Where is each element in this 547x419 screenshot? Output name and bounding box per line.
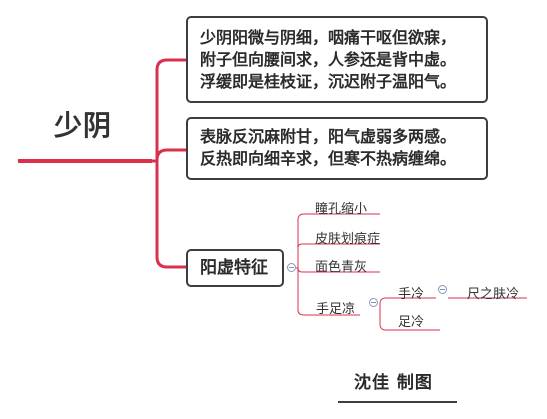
node-label: 阳虚特征 [200,258,268,278]
root-title: 少阴 [54,109,113,142]
collapse-toggle-icon[interactable] [369,298,378,307]
root-underline [18,159,152,163]
leaf-hands[interactable]: 手冷 [398,287,425,302]
leaf-face[interactable]: 面色青灰 [315,260,368,275]
leaf-hands-feet[interactable]: 手足凉 [316,302,356,317]
credit-underline [338,401,457,403]
leaf-feet[interactable]: 足冷 [398,315,425,330]
node-text-line: 反热即向细辛求，但寒不热病缠绵。 [200,149,457,168]
node-text-line: 附子但向腰间求，人参还是背中虚。 [200,50,457,69]
leaf-skin[interactable]: 皮肤划痕症 [315,232,381,247]
collapse-toggle-icon[interactable] [438,285,447,294]
node-text-line: 浮缓即是桂枝证，沉迟附子温阳气。 [200,72,457,91]
author-credit: 沈佳 制图 [354,373,433,393]
leaf-forearm[interactable]: 尺之肤冷 [467,287,520,302]
node-box-shaoyin-verse[interactable]: 少阴阳微与阴细，咽痛干呕但欲寐， 附子但向腰间求，人参还是背中虚。 浮缓即是桂枝… [186,16,488,103]
collapse-toggle-icon[interactable] [287,263,296,272]
node-text-line: 表脉反沉麻附甘，阳气虚弱多两感。 [200,127,457,146]
node-text-line: 少阴阳微与阴细，咽痛干呕但欲寐， [200,28,457,47]
node-box-yang-deficiency[interactable]: 阳虚特征 [186,249,284,287]
leaf-pupil[interactable]: 瞳孔缩小 [315,202,368,217]
node-box-surface-pulse[interactable]: 表脉反沉麻附甘，阳气虚弱多两感。 反热即向细辛求，但寒不热病缠绵。 [186,117,488,180]
